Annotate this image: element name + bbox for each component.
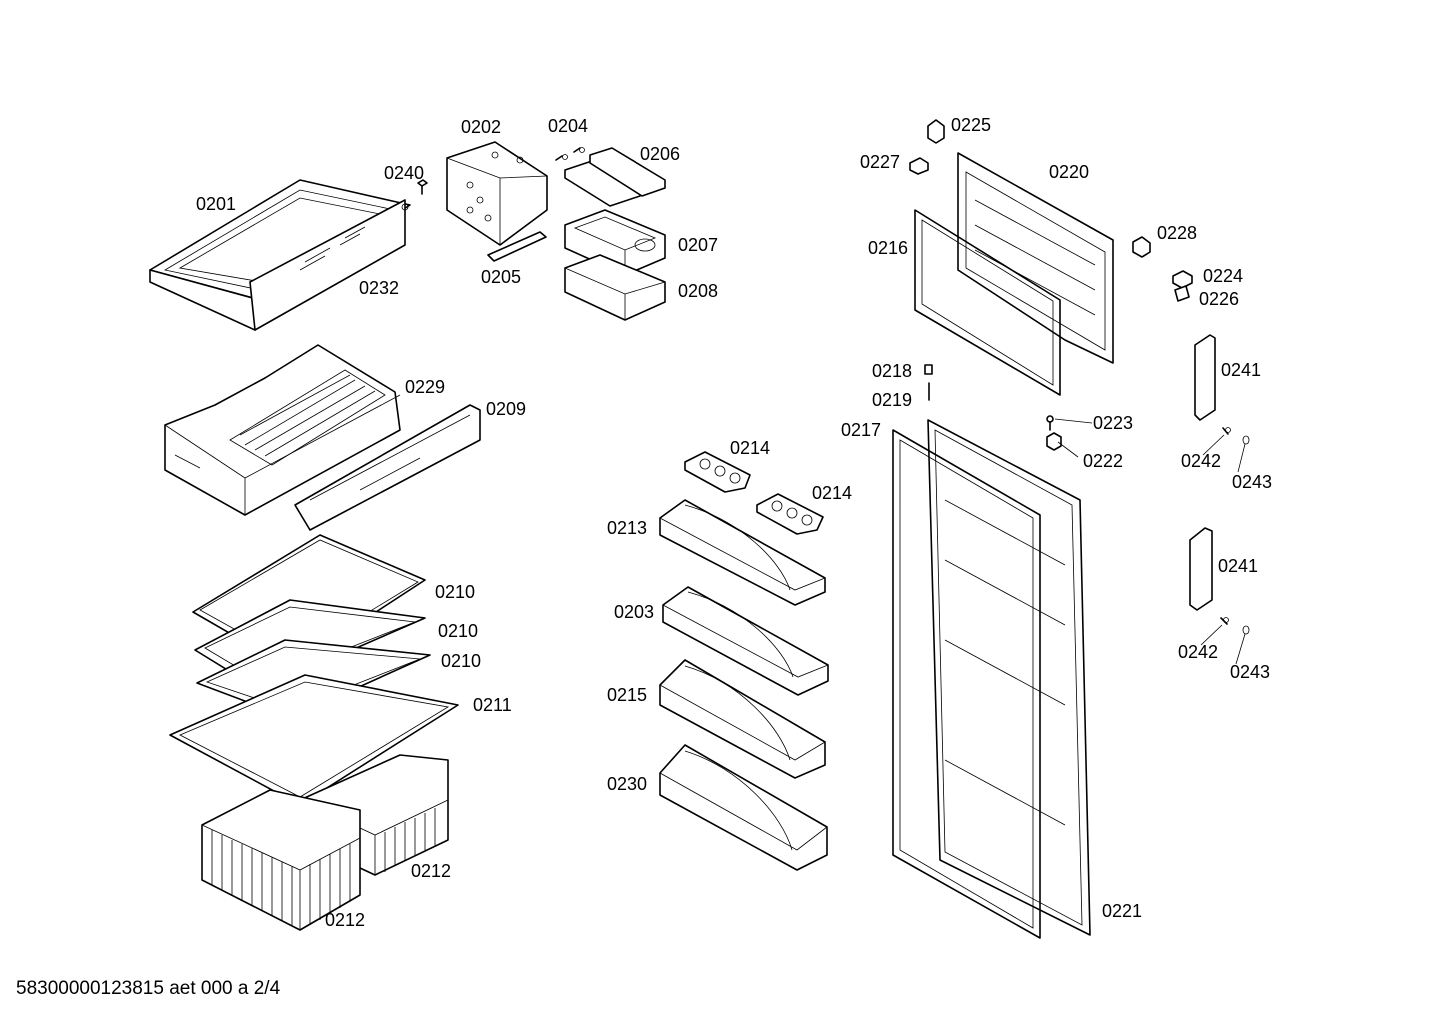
part-0242-screw-2 <box>1220 617 1229 625</box>
label-0218: 0218 <box>872 361 912 381</box>
label-0243-2: 0243 <box>1230 662 1270 682</box>
label-0202: 0202 <box>461 117 501 137</box>
label-0212-2: 0212 <box>325 910 365 930</box>
part-0208-bin <box>564 254 666 321</box>
part-0243-washer-2 <box>1242 625 1250 635</box>
label-0230: 0230 <box>607 774 647 794</box>
part-0230-door-shelf <box>659 744 828 871</box>
label-0214-2: 0214 <box>812 483 852 503</box>
part-0214-egg-tray-2 <box>756 493 824 535</box>
part-0215-door-shelf <box>659 659 826 779</box>
part-0206-rails <box>564 147 666 207</box>
label-0205: 0205 <box>481 267 521 287</box>
part-0211-shelf <box>169 674 459 806</box>
label-0219: 0219 <box>872 390 912 410</box>
label-0232: 0232 <box>359 278 399 298</box>
leader-lines <box>1054 418 1246 665</box>
label-0211: 0211 <box>473 695 512 715</box>
part-0216-gasket <box>914 209 1061 396</box>
label-0226: 0226 <box>1199 289 1239 309</box>
part-0243-washer-1 <box>1242 435 1250 445</box>
part-0225-hinge-cover <box>927 119 945 144</box>
label-0210-1: 0210 <box>435 582 475 602</box>
label-0220: 0220 <box>1049 162 1089 182</box>
part-0212-basket-front <box>201 789 361 931</box>
label-0214-1: 0214 <box>730 438 770 458</box>
label-0241-2: 0241 <box>1218 556 1258 576</box>
label-0221: 0221 <box>1102 901 1142 921</box>
part-0202-housing <box>446 141 548 246</box>
part-0226-pad <box>1174 285 1190 302</box>
part-0217-gasket <box>892 429 1041 939</box>
part-0229-drawer <box>164 344 401 516</box>
label-0206: 0206 <box>640 144 680 164</box>
part-0205-strip <box>487 231 547 262</box>
part-0204-clips <box>555 147 585 161</box>
label-0216: 0216 <box>868 238 908 258</box>
label-0208: 0208 <box>678 281 718 301</box>
part-0232-panel <box>249 199 409 331</box>
label-0241-1: 0241 <box>1221 360 1261 380</box>
part-0218-bushing <box>924 364 933 375</box>
label-0228: 0228 <box>1157 223 1197 243</box>
label-0223: 0223 <box>1093 413 1133 433</box>
label-0225: 0225 <box>951 115 991 135</box>
label-0212-1: 0212 <box>411 861 451 881</box>
label-0201: 0201 <box>196 194 236 214</box>
part-0223-screw <box>1046 415 1054 431</box>
label-0209: 0209 <box>486 399 526 419</box>
part-0214-egg-tray-1 <box>684 451 751 493</box>
label-0229: 0229 <box>405 377 445 397</box>
label-0210-2: 0210 <box>438 621 478 641</box>
label-0224: 0224 <box>1203 266 1243 286</box>
part-0203-door-shelf <box>662 586 829 696</box>
part-0241-handle-2 <box>1189 527 1213 611</box>
label-0240: 0240 <box>384 163 424 183</box>
label-0217: 0217 <box>841 420 881 440</box>
part-0220-freezer-door <box>957 152 1114 364</box>
label-0203: 0203 <box>614 602 654 622</box>
part-0213-door-shelf <box>659 499 826 606</box>
part-0224-cap <box>1172 270 1193 289</box>
part-0240-screw <box>417 179 428 195</box>
document-id-footer: 58300000123815 aet 000 a 2/4 <box>16 978 281 999</box>
label-0243-1: 0243 <box>1232 472 1272 492</box>
part-0209-front <box>294 404 481 531</box>
part-0242-screw-1 <box>1222 427 1231 435</box>
label-0210-3: 0210 <box>441 651 481 671</box>
label-0213: 0213 <box>607 518 647 538</box>
part-0241-handle-1 <box>1194 334 1216 421</box>
label-0227: 0227 <box>860 152 900 172</box>
part-0227-cap <box>909 157 929 175</box>
part-0228-hinge <box>1132 236 1151 258</box>
label-0242-1: 0242 <box>1181 451 1221 471</box>
label-0215: 0215 <box>607 685 647 705</box>
label-0204: 0204 <box>548 116 588 136</box>
label-0207: 0207 <box>678 235 718 255</box>
label-0222: 0222 <box>1083 451 1123 471</box>
label-0242-2: 0242 <box>1178 642 1218 662</box>
part-0221-main-door <box>927 419 1091 936</box>
part-0222-bracket <box>1046 432 1062 451</box>
part-labels: 0201 0202 0204 0206 0240 0207 0205 0208 … <box>196 115 1272 930</box>
